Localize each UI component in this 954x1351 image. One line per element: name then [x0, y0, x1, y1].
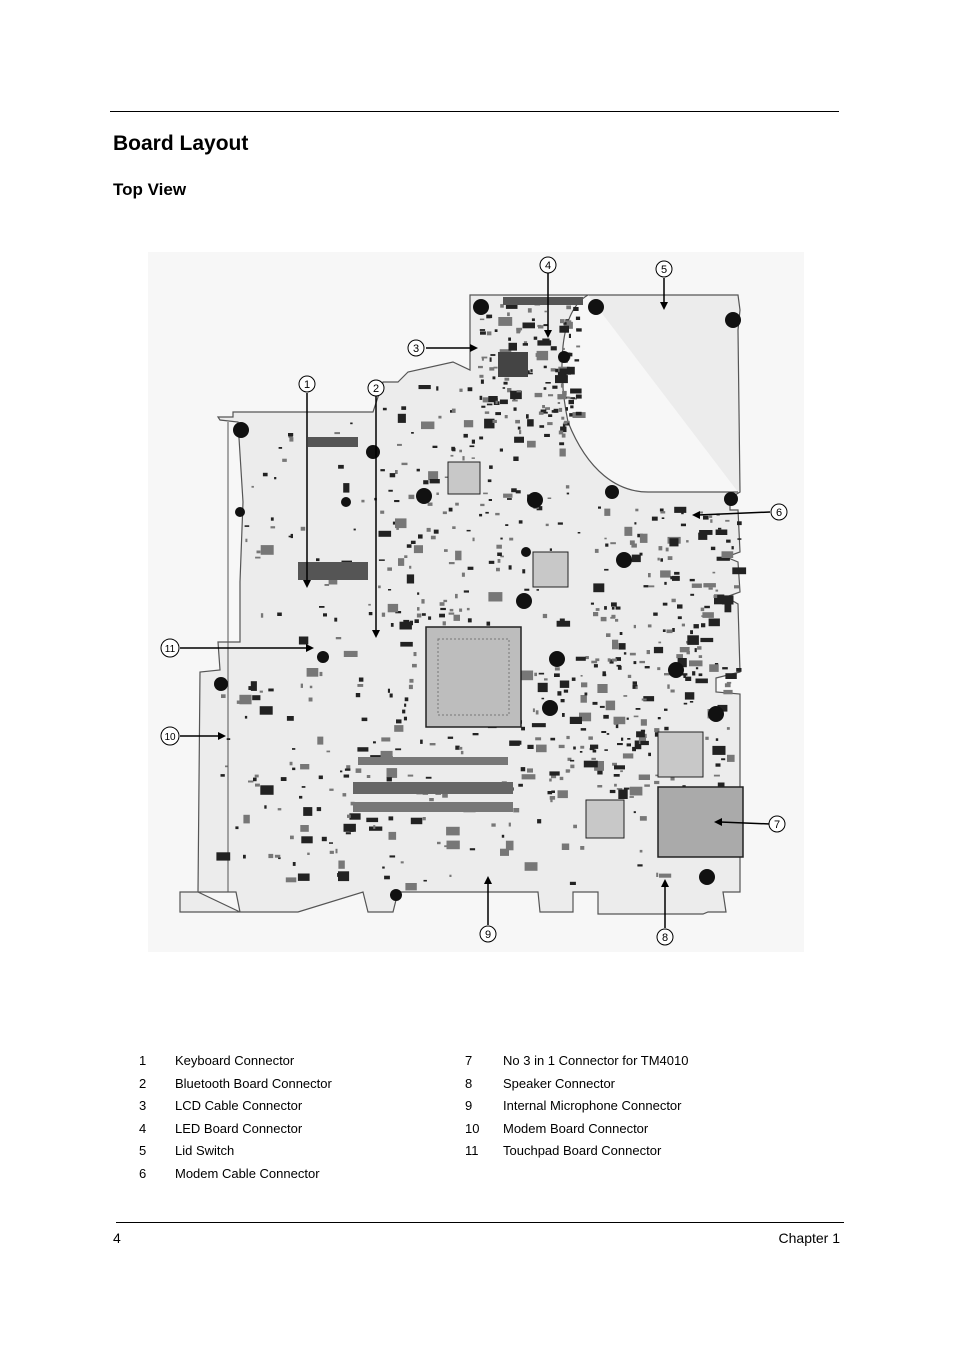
- svg-text:6: 6: [776, 507, 782, 519]
- callout-10: 10: [160, 726, 180, 746]
- section-title: Top View: [113, 180, 187, 199]
- header-rule: [110, 111, 839, 112]
- chapter-label: Chapter 1: [778, 1230, 840, 1246]
- svg-text:7: 7: [774, 819, 780, 831]
- callout-8: 8: [656, 928, 674, 946]
- svg-text:3: 3: [413, 343, 419, 355]
- callout-markers: 1 2 3 4 5 6 7 8 9 10 11: [160, 256, 788, 946]
- page-number: 4: [113, 1230, 121, 1246]
- callout-7: 7: [768, 815, 786, 833]
- io-chip: [447, 461, 481, 495]
- callout-11: 11: [160, 638, 180, 658]
- callout-6: 6: [770, 503, 788, 521]
- svg-text:1: 1: [304, 379, 310, 391]
- footer-rule: [116, 1222, 844, 1223]
- svg-text:10: 10: [164, 732, 176, 743]
- page-title: Board Layout: [113, 132, 249, 155]
- svg-text:11: 11: [165, 644, 176, 655]
- callout-5: 5: [655, 260, 673, 278]
- chipset: [657, 731, 704, 778]
- callout-3: 3: [407, 339, 425, 357]
- board-layout-figure: 1 2 3 4 5 6 7 8 9 10 11: [148, 252, 804, 952]
- southbridge: [585, 799, 625, 839]
- svg-text:4: 4: [545, 260, 551, 272]
- cpu-socket: [425, 626, 522, 728]
- callout-4: 4: [539, 256, 557, 274]
- svg-text:2: 2: [373, 383, 379, 395]
- callout-9: 9: [479, 925, 497, 943]
- callout-2: 2: [367, 379, 385, 397]
- svg-text:5: 5: [661, 264, 667, 276]
- svg-text:9: 9: [485, 929, 491, 941]
- svg-text:8: 8: [662, 932, 668, 944]
- callout-1: 1: [298, 375, 316, 393]
- video-chip: [532, 551, 569, 588]
